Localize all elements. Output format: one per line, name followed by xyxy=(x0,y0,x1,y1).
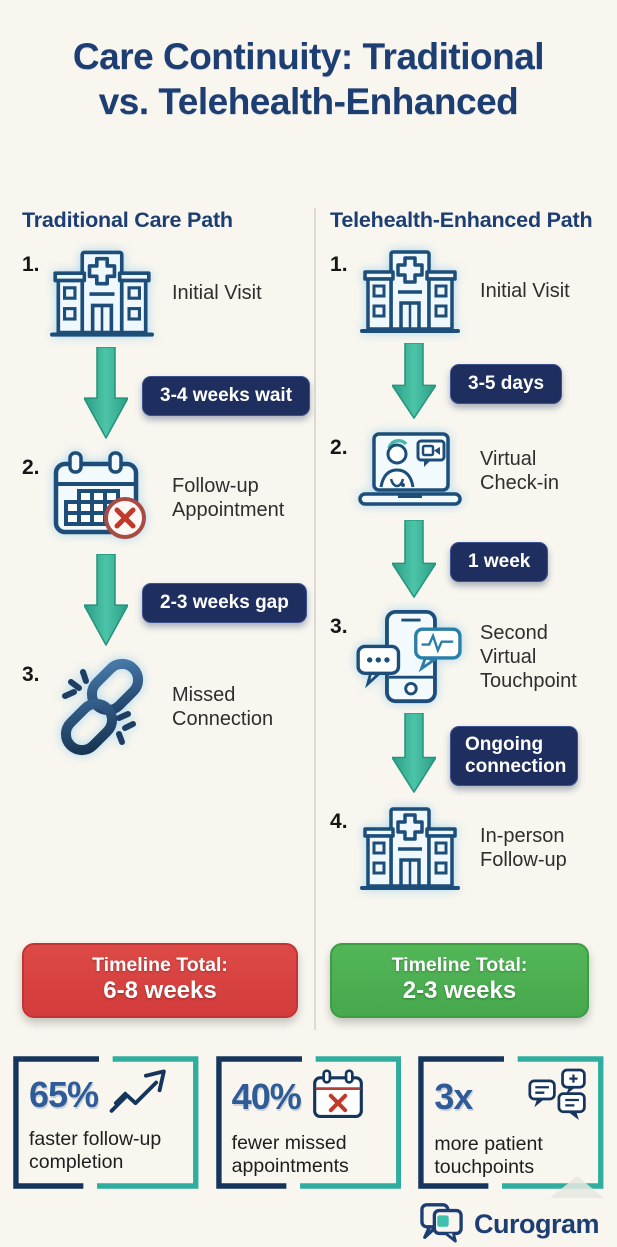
step-number: 1. xyxy=(22,253,40,277)
timeline-value: 2-3 weeks xyxy=(402,977,517,1005)
stats-section: 65% faster follow-up completion 40% fewe… xyxy=(13,1056,604,1189)
bracket-border xyxy=(215,1056,402,1189)
telehealth-connector-2: 1 week xyxy=(392,520,601,603)
down-arrow-icon xyxy=(392,343,436,424)
bracket-border xyxy=(13,1056,199,1189)
curogram-logo-icon xyxy=(419,1201,465,1247)
telehealth-step-2: 2. Virtual Check-in xyxy=(330,430,601,512)
column-header-traditional: Traditional Care Path xyxy=(22,208,233,233)
laptop-telehealth-icon xyxy=(354,430,466,512)
step-number: 3. xyxy=(22,663,40,687)
step-label: Initial Visit xyxy=(172,282,262,305)
telehealth-connector-1: 3-5 days xyxy=(392,343,601,424)
step-number: 4. xyxy=(330,810,348,834)
ongoing-badge: Ongoing connection xyxy=(450,725,579,786)
calendar-missed-icon xyxy=(46,450,158,546)
down-arrow-icon xyxy=(84,347,128,444)
wait-badge: 3-4 weeks wait xyxy=(142,375,311,416)
timeline-label: Timeline Total: xyxy=(391,954,528,977)
brand-name: Curogram xyxy=(473,1209,600,1240)
traditional-step-1: 1. Initial Visit xyxy=(22,247,310,339)
traditional-connector-2: 2-3 weeks gap xyxy=(84,554,310,651)
footer: Curogram xyxy=(0,1201,617,1247)
step-number: 2. xyxy=(330,436,348,460)
traditional-connector-1: 3-4 weeks wait xyxy=(84,347,311,444)
stat-value: 65% xyxy=(29,1073,99,1115)
stat-more-touchpoints: 3x more patient touchpoints xyxy=(418,1056,604,1189)
column-header-telehealth: Telehealth-Enhanced Path xyxy=(330,208,593,233)
step-number: 3. xyxy=(330,615,348,639)
page-title-line1: Care Continuity: Traditional xyxy=(72,36,545,77)
page-title: Care Continuity: Traditional vs. Telehea… xyxy=(0,34,617,124)
traditional-step-3: 3. Missed Connection xyxy=(22,657,310,757)
step-label: Initial Visit xyxy=(480,280,570,303)
timeline-label: Timeline Total: xyxy=(92,954,228,977)
hospital-icon xyxy=(354,247,466,335)
stat-value: 3x xyxy=(434,1076,473,1118)
step-label: Second Virtual Touchpoint xyxy=(480,622,577,693)
wait-badge: 3-5 days xyxy=(450,363,563,404)
gap-badge: 2-3 weeks gap xyxy=(142,582,307,623)
telehealth-step-1: 1. Initial Visit xyxy=(330,247,601,335)
down-arrow-icon xyxy=(392,713,436,798)
step-number: 2. xyxy=(22,456,40,480)
watermark-triangle xyxy=(550,1176,604,1198)
telehealth-step-4: 4. In-person Follow-up xyxy=(330,804,601,892)
step-label: Follow-up Appointment xyxy=(172,475,285,522)
timeline-value: 6-8 weeks xyxy=(103,977,217,1005)
step-number: 1. xyxy=(330,253,348,277)
stat-label: faster follow-up completion xyxy=(29,1128,162,1173)
stat-value: 40% xyxy=(231,1075,302,1117)
broken-link-icon xyxy=(46,657,158,757)
down-arrow-icon xyxy=(84,554,128,651)
step-label: In-person Follow-up xyxy=(480,825,567,872)
traditional-step-2: 2. Follow-up Appointment xyxy=(22,450,310,546)
hospital-icon xyxy=(354,804,466,892)
step-label: Missed Connection xyxy=(172,684,274,731)
wait-badge: 1 week xyxy=(450,541,549,582)
timeline-total-telehealth: Timeline Total: 2-3 weeks xyxy=(330,943,589,1019)
column-traditional: Traditional Care Path 1. Initial Visit 3… xyxy=(12,208,314,1030)
comparison-section: Traditional Care Path 1. Initial Visit 3… xyxy=(12,208,605,1031)
down-arrow-icon xyxy=(392,520,436,603)
page-title-line2: vs. Telehealth-Enhanced xyxy=(98,81,519,123)
step-label: Virtual Check-in xyxy=(480,448,559,495)
stat-fewer-missed: 40% fewer missed appointments xyxy=(215,1056,402,1189)
timeline-total-traditional: Timeline Total: 6-8 weeks xyxy=(22,943,299,1019)
stat-label: fewer missed appointments xyxy=(231,1132,349,1177)
telehealth-step-3: 3. Second Virtual Touchpoint xyxy=(330,609,601,705)
telehealth-connector-3: Ongoing connection xyxy=(392,713,601,798)
bracket-border xyxy=(418,1056,604,1189)
column-divider xyxy=(314,208,317,1031)
stat-faster-followup: 65% faster follow-up completion xyxy=(13,1056,199,1189)
hospital-icon xyxy=(46,247,158,339)
column-telehealth: Telehealth-Enhanced Path 1. Initial Visi… xyxy=(316,208,605,1030)
phone-chat-icon xyxy=(354,609,466,705)
stat-label: more patient touchpoints xyxy=(434,1133,543,1178)
